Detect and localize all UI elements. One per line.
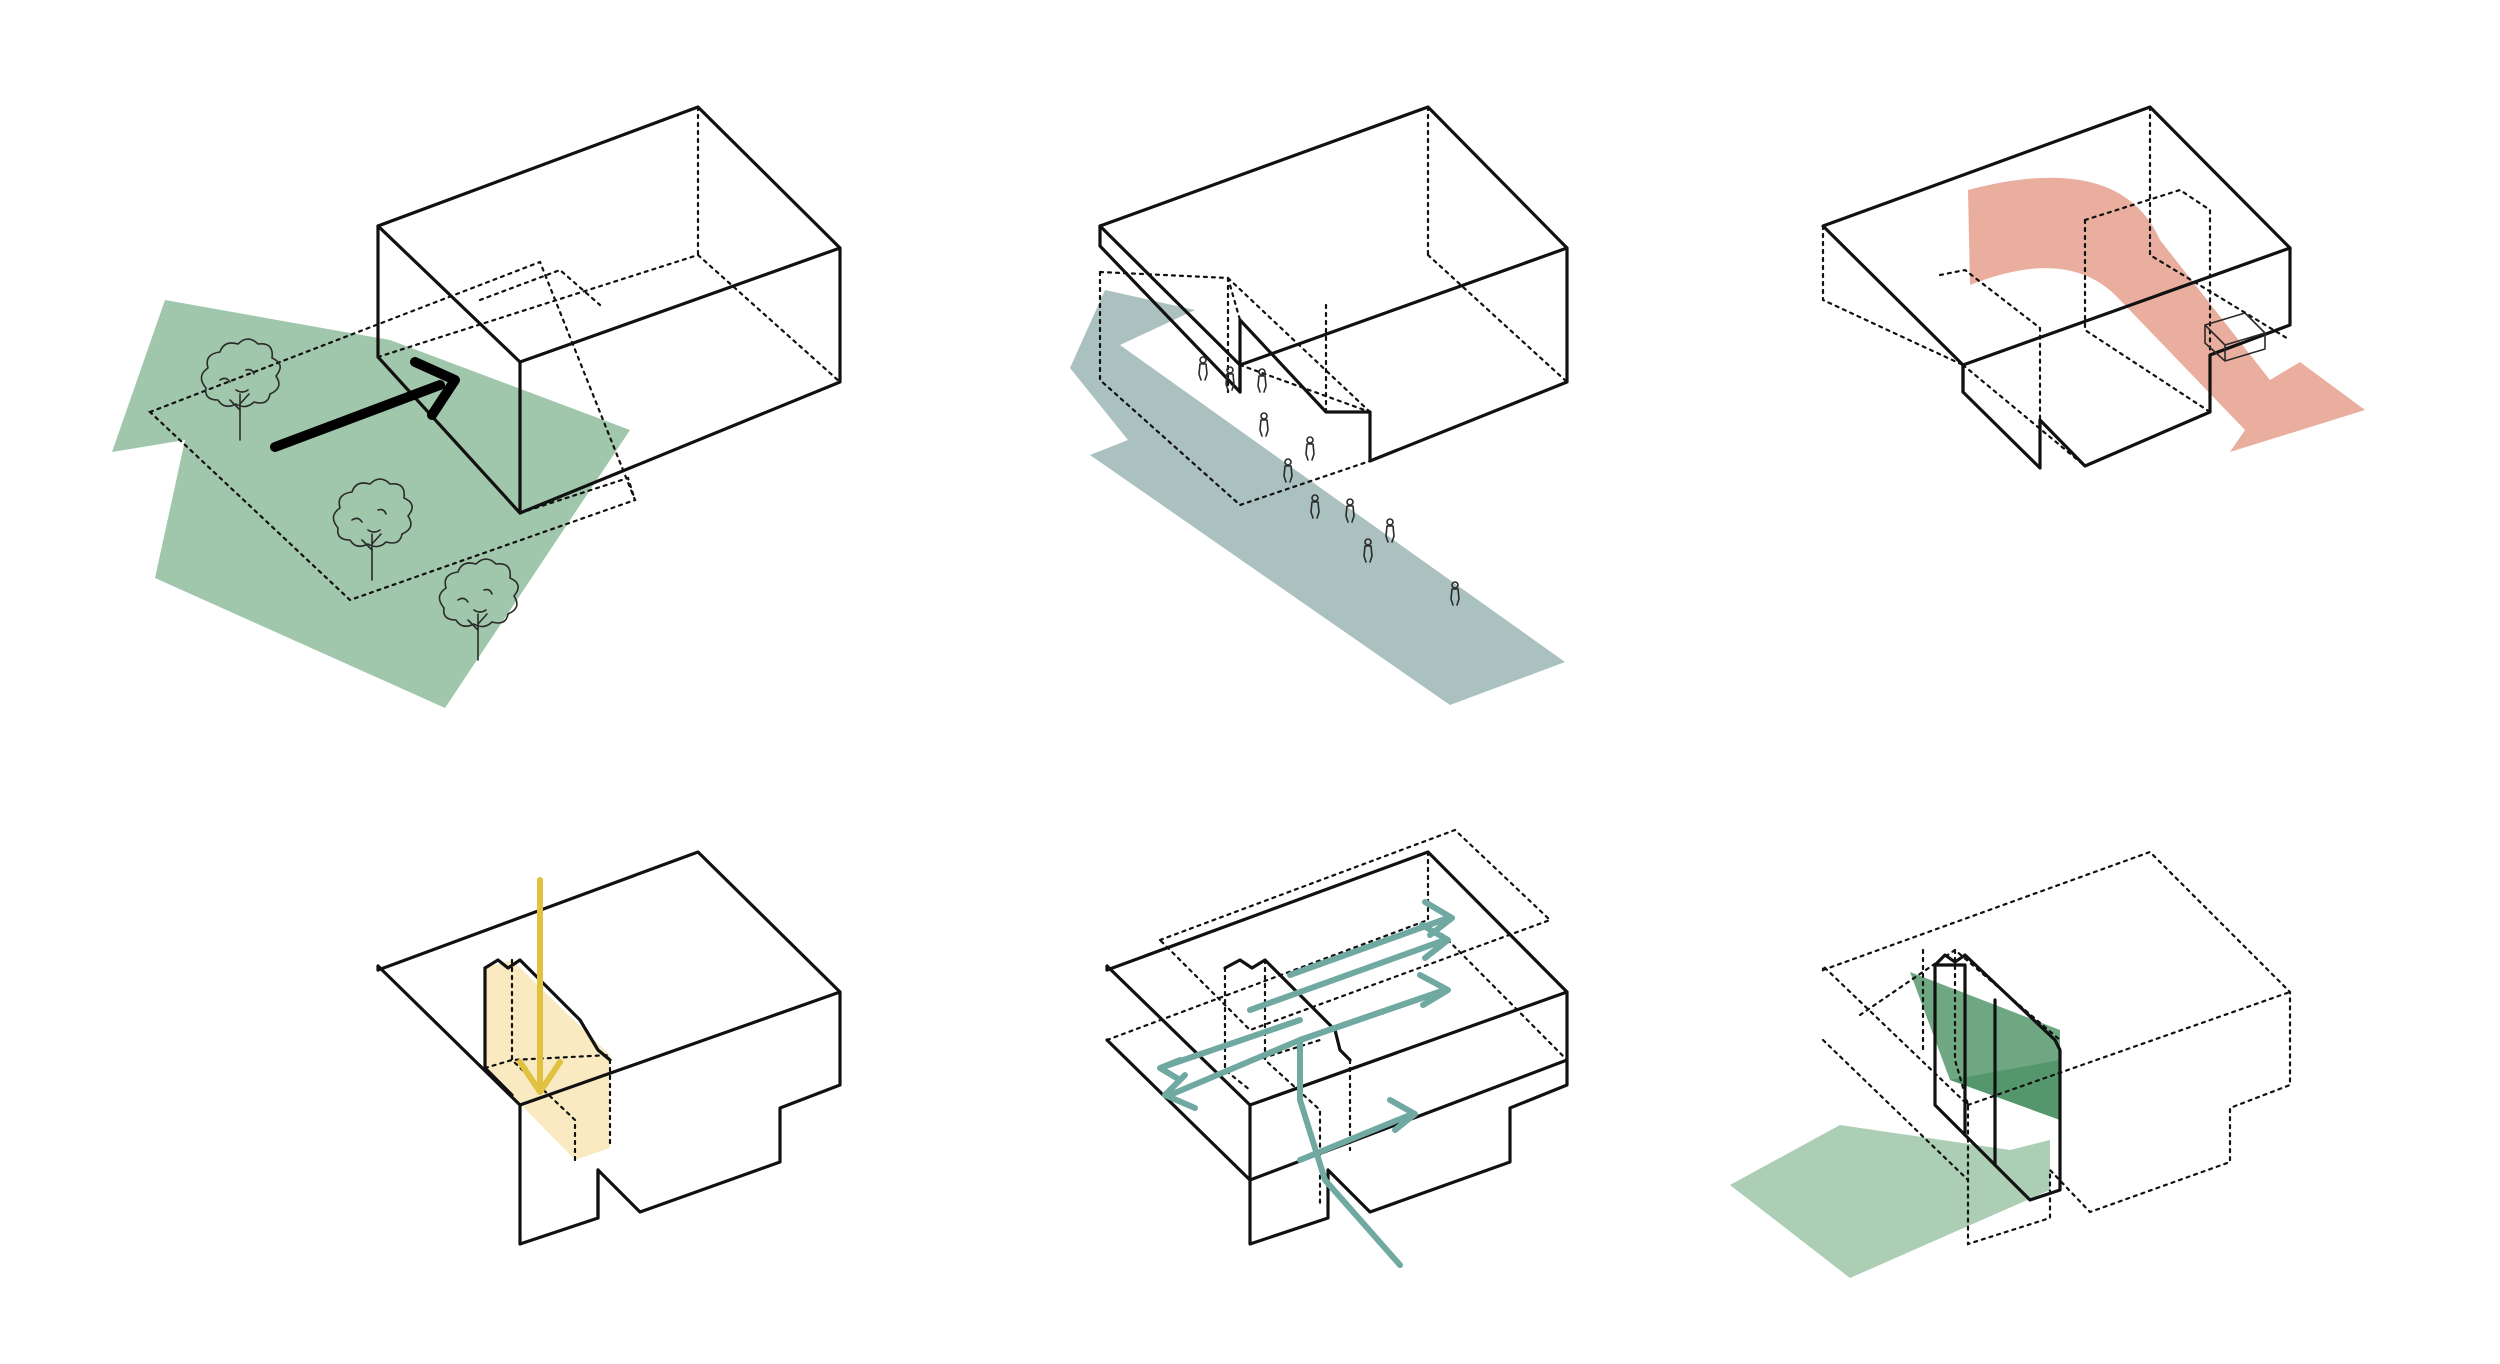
building-mass <box>376 850 842 1246</box>
landscape-green-arrow <box>112 300 630 708</box>
curved-arrow-icon <box>1968 177 2365 452</box>
panel-circulation <box>1105 828 1569 1268</box>
building-mass <box>1105 828 1569 1246</box>
building-mass <box>1821 105 2292 470</box>
building-mass <box>1821 850 2292 1246</box>
panel-daylight <box>376 850 842 1246</box>
courtyard-shadow <box>1950 1060 2060 1120</box>
panel-landscape <box>112 105 842 708</box>
panel-pedestrian <box>1070 105 1569 705</box>
car-icon <box>2204 312 2266 362</box>
building-mass <box>1098 105 1569 507</box>
panel-courtyard <box>1730 850 2292 1278</box>
light-well-fill <box>485 960 610 1160</box>
courtyard-ground-plane <box>1730 1125 2050 1278</box>
down-arrow-icon <box>517 877 563 1095</box>
building-mass <box>376 105 842 515</box>
arrow-icon <box>1157 899 1455 1268</box>
entry-arrow-icon <box>270 357 460 452</box>
panel-vehicle <box>1821 105 2365 470</box>
